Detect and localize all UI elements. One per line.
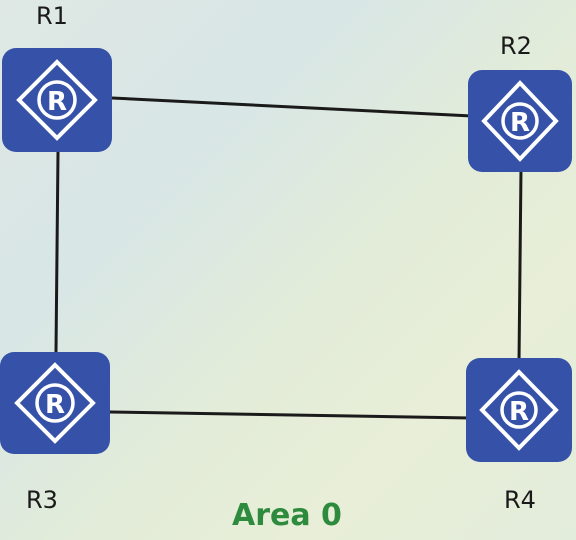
router-r1[interactable]: R	[2, 48, 112, 152]
link-r3-r1	[54, 151, 60, 353]
router-icon: R	[16, 59, 98, 141]
router-label-r3: R3	[26, 486, 58, 514]
router-label-r2: R2	[500, 32, 532, 60]
router-label-r4: R4	[504, 486, 536, 514]
router-glyph: R	[45, 390, 65, 420]
router-label-r1: R1	[36, 2, 68, 30]
link-r4-r3	[109, 410, 471, 420]
area-label: Area 0	[232, 498, 342, 533]
router-r4[interactable]: R	[466, 358, 572, 462]
router-icon: R	[479, 369, 559, 451]
router-glyph: R	[47, 87, 67, 117]
router-glyph: R	[509, 397, 529, 427]
router-r3[interactable]: R	[0, 352, 110, 454]
router-icon: R	[14, 362, 96, 444]
router-icon: R	[481, 80, 559, 162]
link-r2-r4	[517, 167, 523, 363]
router-glyph: R	[510, 108, 530, 138]
router-r2[interactable]: R	[468, 70, 572, 172]
link-r1-r2	[111, 96, 473, 118]
